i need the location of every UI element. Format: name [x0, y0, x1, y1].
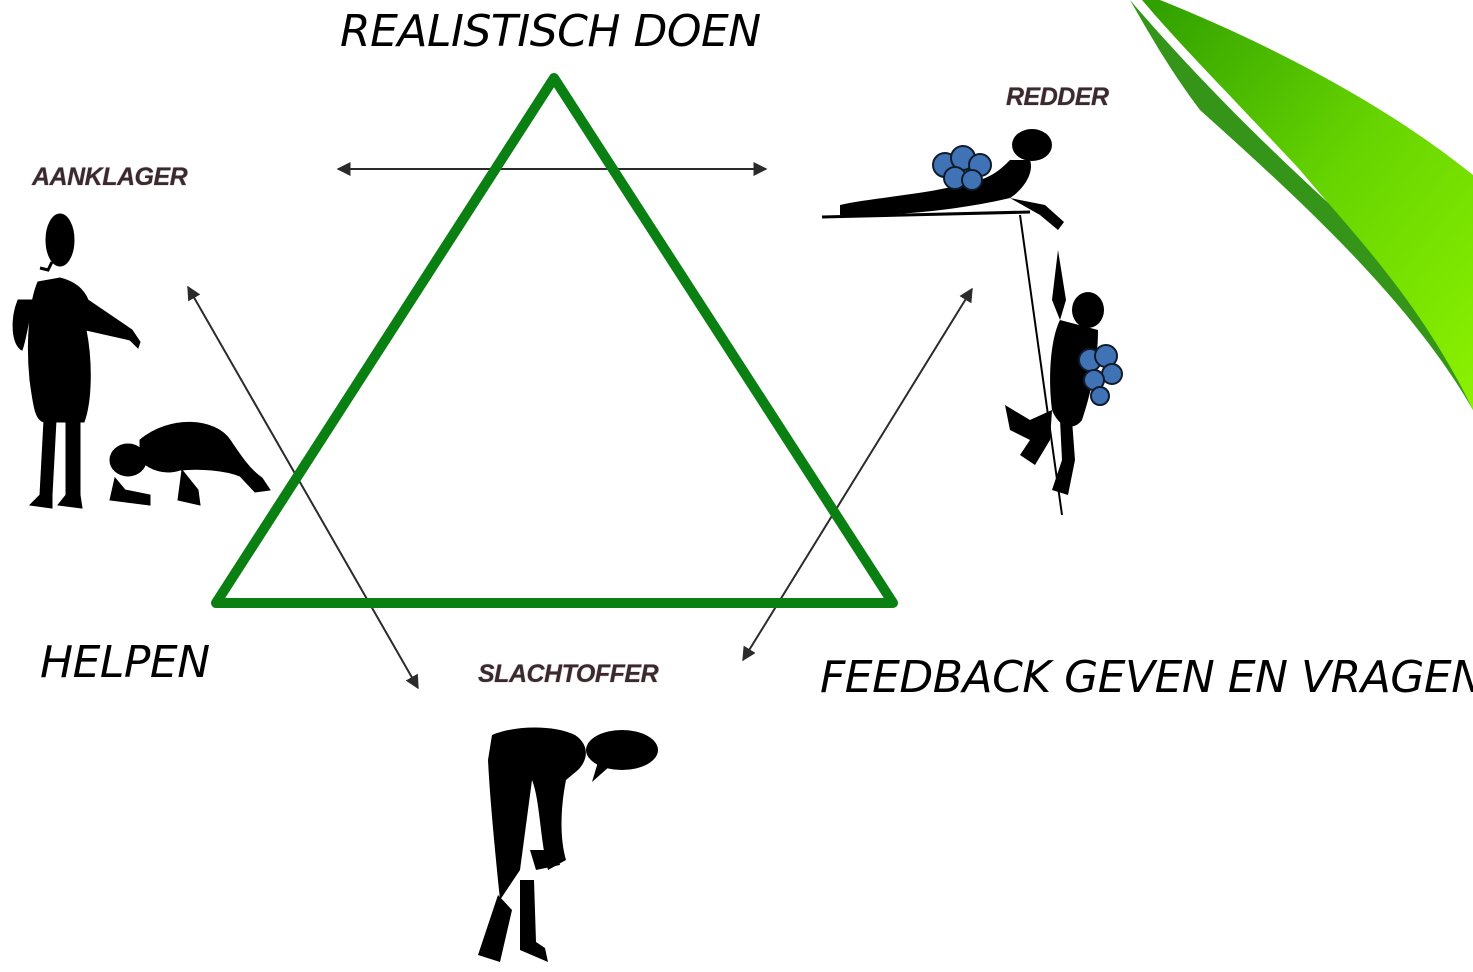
slachtoffer-figure: [478, 727, 658, 962]
role-label-redder: REDDER: [1006, 83, 1109, 111]
corner-label-left: HELPEN: [40, 637, 210, 688]
aanklager-figure: [12, 213, 271, 509]
corner-label-right: FEEDBACK GEVEN EN VRAGEN: [820, 652, 1473, 703]
role-label-slachtoffer: SLACHTOFFER: [478, 660, 659, 688]
redder-figure: [821, 129, 1123, 516]
green-leaf-decoration: [1130, 0, 1473, 410]
backpack-icon: [932, 145, 992, 191]
arrow-aanklager-slachtoffer: [187, 285, 419, 690]
backpack-icon-climber: [1078, 344, 1123, 406]
relation-arrows: [187, 162, 973, 690]
drama-triangle: [211, 73, 898, 608]
corner-label-top: REALISTISCH DOEN: [340, 6, 761, 57]
role-label-aanklager: AANKLAGER: [32, 163, 188, 191]
